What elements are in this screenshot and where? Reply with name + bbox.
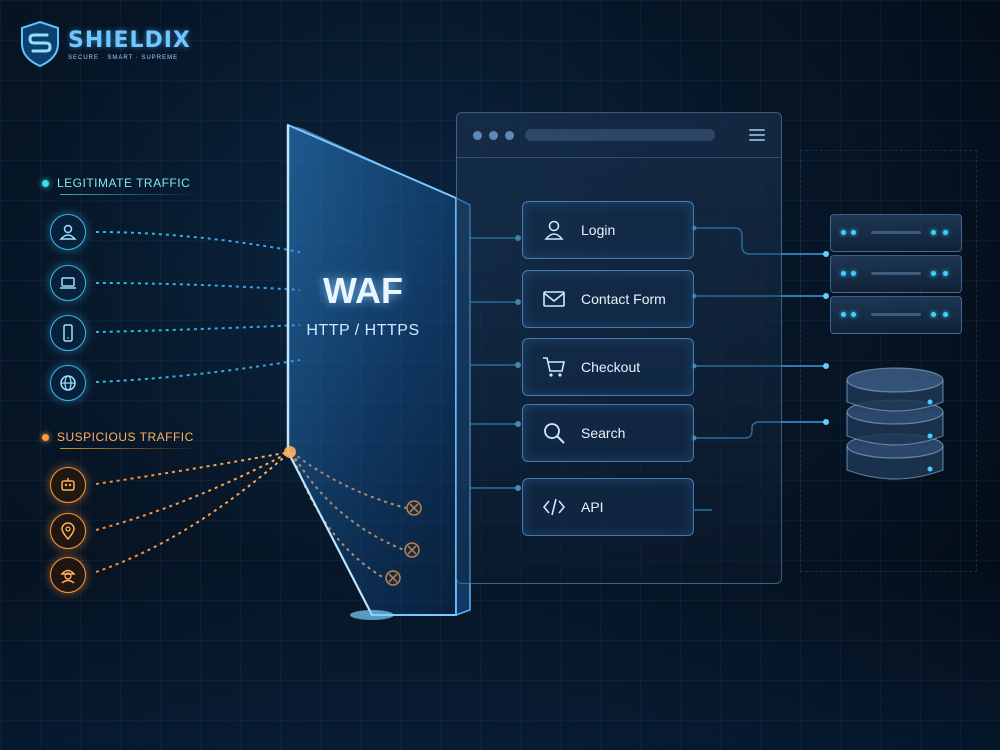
url-bar: [525, 129, 715, 141]
mail-icon: [543, 291, 565, 307]
endpoint-search: Search: [522, 404, 694, 462]
bot-icon: [61, 478, 75, 491]
endpoint-login: Login: [522, 201, 694, 259]
user-icon: [544, 220, 564, 240]
brand-name: SHIELDIX: [68, 27, 191, 53]
hacker-icon: [60, 569, 76, 584]
legit-traffic-lines: [95, 231, 301, 383]
browser-toolbar: [457, 113, 781, 158]
globe-icon: [60, 375, 76, 391]
source-globe: [50, 365, 86, 401]
laptop-icon: [60, 277, 76, 289]
legitimate-dot-icon: [42, 179, 49, 187]
endpoint-label: Checkout: [581, 359, 641, 375]
legitimate-traffic-label: LEGITIMATE TRAFFIC: [42, 176, 200, 195]
brand-logo: SHIELDIX SECURE · SMART · SUPREME: [18, 20, 191, 68]
server-unit: [830, 296, 962, 334]
source-bot: [50, 467, 86, 503]
endpoint-api: API: [522, 478, 694, 536]
source-location: [50, 513, 86, 549]
server-unit: [830, 214, 962, 252]
source-laptop: [50, 265, 86, 301]
endpoint-label: API: [581, 499, 604, 515]
endpoint-label: Login: [581, 222, 616, 238]
user-icon: [59, 224, 77, 240]
backend-rack: [800, 150, 977, 572]
location-pin-icon: [61, 522, 75, 541]
window-dot-icon: [505, 131, 514, 140]
waf-protocol: HTTP / HTTPS: [306, 322, 420, 339]
source-mobile: [50, 315, 86, 351]
mobile-icon: [63, 324, 73, 342]
suspicious-traffic-text: SUSPICIOUS TRAFFIC: [57, 430, 194, 444]
window-dot-icon: [473, 131, 482, 140]
menu-icon: [749, 129, 765, 144]
legitimate-traffic-text: LEGITIMATE TRAFFIC: [57, 176, 191, 190]
brand-tagline: SECURE · SMART · SUPREME: [68, 54, 179, 61]
waf-panel: [284, 123, 471, 620]
source-hacker: [50, 557, 86, 593]
suspicious-traffic-label: SUSPICIOUS TRAFFIC: [42, 430, 200, 449]
code-icon: [542, 498, 566, 516]
suspicious-dot-icon: [42, 433, 49, 441]
window-dot-icon: [489, 131, 498, 140]
background-floor: [0, 560, 1000, 750]
shield-logo-icon: [21, 20, 59, 68]
server-unit: [830, 255, 962, 293]
endpoint-label: Contact Form: [581, 291, 666, 307]
database-icon: [846, 367, 944, 480]
endpoint-label: Search: [581, 425, 626, 441]
cart-icon: [543, 357, 565, 377]
endpoint-contact-form: Contact Form: [522, 270, 694, 328]
waf-title: WAF: [323, 270, 403, 311]
search-icon: [544, 423, 565, 444]
endpoint-checkout: Checkout: [522, 338, 694, 396]
source-user: [50, 214, 86, 250]
